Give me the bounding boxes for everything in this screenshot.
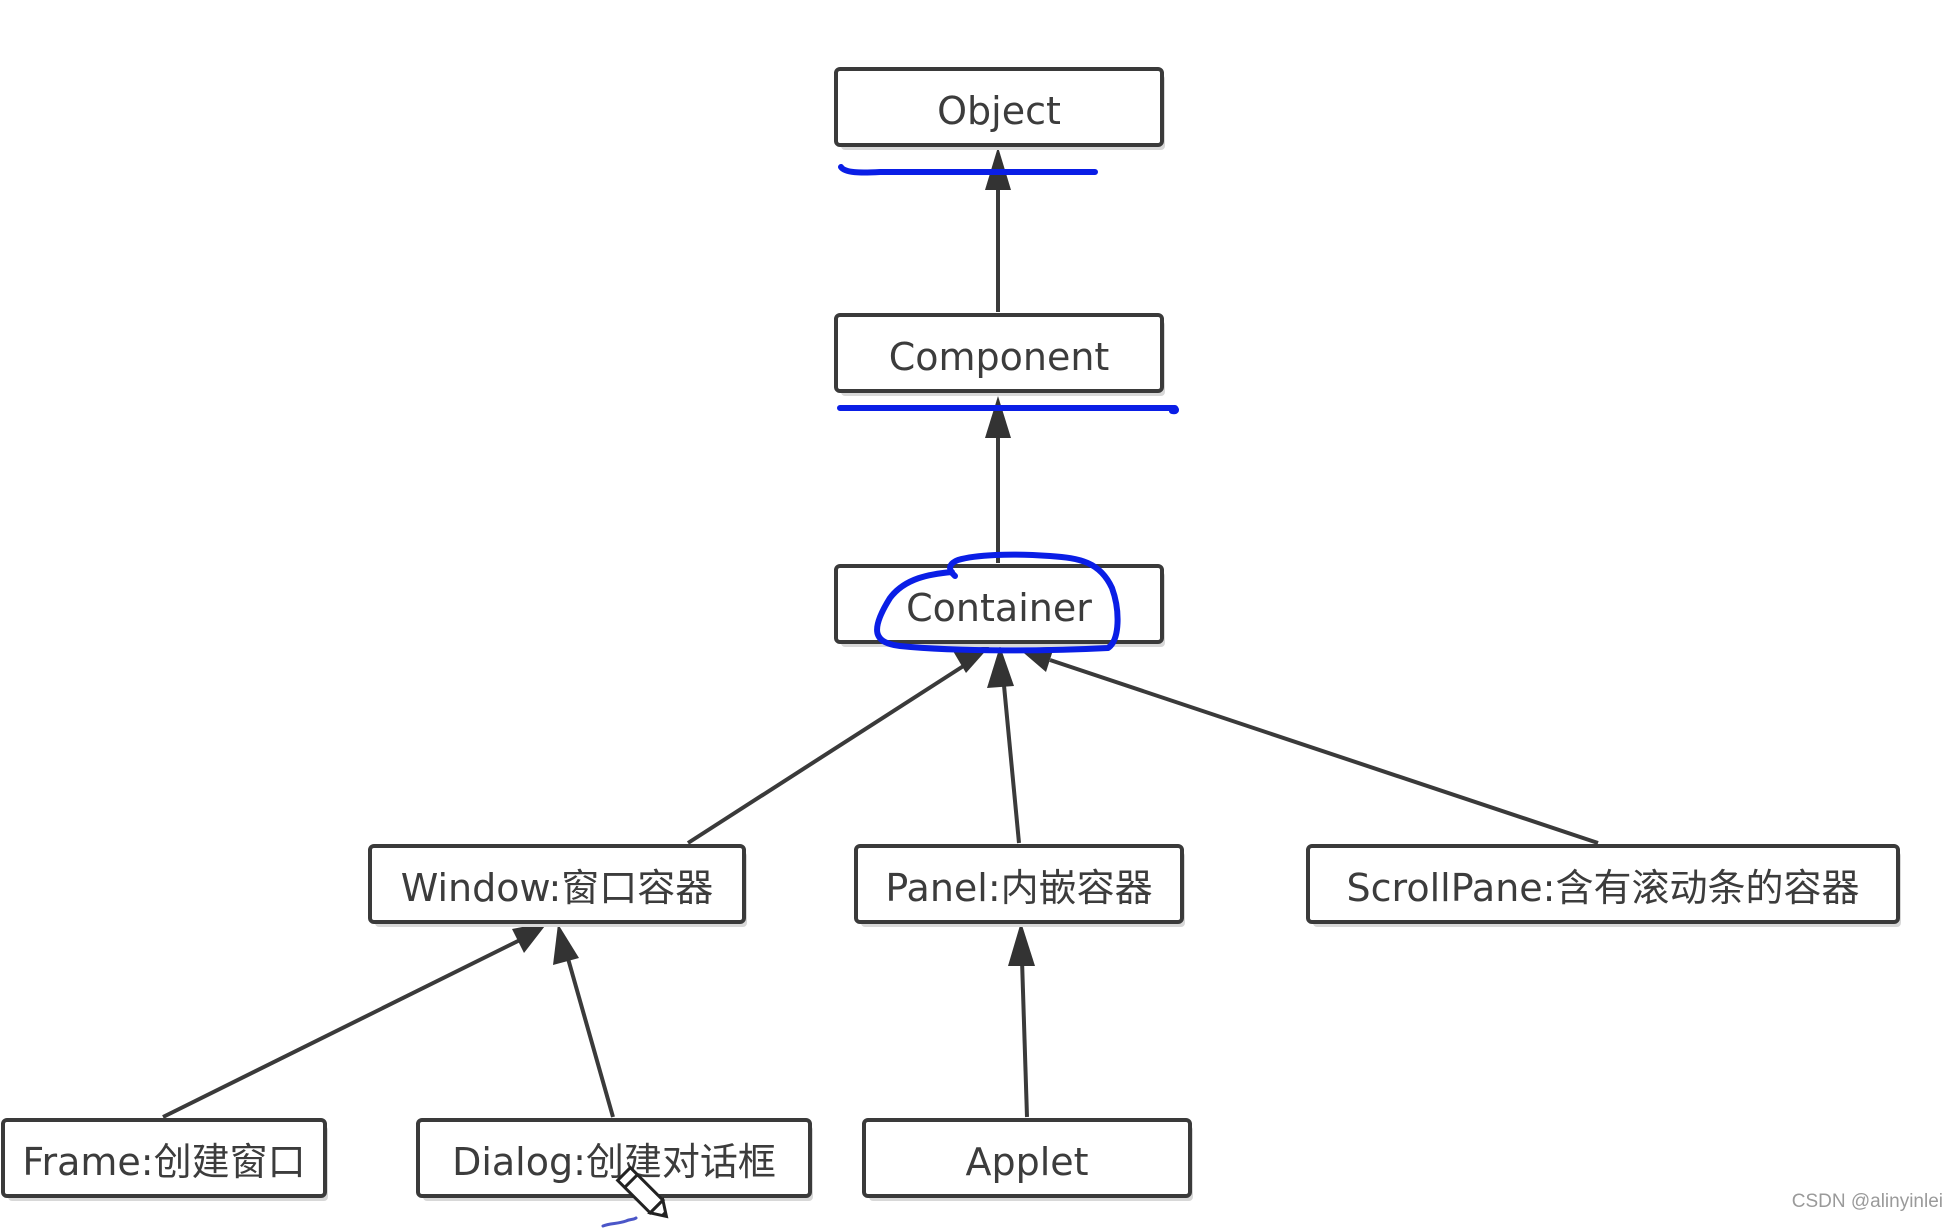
edge-panel-container — [1001, 674, 1021, 844]
annotation-scribble-dialog — [601, 1216, 638, 1228]
node-applet: Applet — [862, 1118, 1193, 1201]
watermark: CSDN @alinyinlei — [1791, 1191, 1943, 1212]
arrowhead-component — [985, 396, 1011, 438]
arrowhead-window-left — [512, 922, 548, 953]
node-scrollpane-label: ScrollPane:含有滚动条的容器 — [1347, 866, 1860, 910]
node-frame-box — [1, 1118, 327, 1198]
nodes: Object Component Container Window:窗口容器 P… — [1, 67, 1901, 1201]
edges — [162, 147, 1599, 1119]
node-container-label: Container — [906, 586, 1092, 630]
node-component-box — [834, 313, 1164, 393]
annotation-underline-component — [837, 405, 1179, 415]
node-applet-box — [862, 1118, 1192, 1198]
node-container: Container — [834, 564, 1165, 647]
edge-window-container — [686, 663, 967, 845]
node-dialog: Dialog:创建对话框 — [416, 1118, 813, 1201]
edge-dialog-window — [565, 954, 615, 1118]
node-object: Object — [834, 67, 1165, 150]
annotations — [601, 164, 1179, 1228]
node-component: Component — [834, 313, 1165, 396]
edge-scrollpane-container — [1049, 658, 1599, 845]
edge-applet-panel — [1020, 959, 1029, 1118]
annotation-underline-object — [838, 164, 1098, 176]
node-frame: Frame:创建窗口 — [1, 1118, 328, 1201]
node-applet-label: Applet — [965, 1140, 1088, 1184]
node-window-label: Window:窗口容器 — [401, 866, 714, 910]
edge-frame-window — [162, 938, 521, 1119]
arrowhead-object — [985, 147, 1011, 190]
node-dialog-label: Dialog:创建对话框 — [452, 1140, 776, 1184]
node-container-box — [834, 564, 1164, 644]
node-window: Window:窗口容器 — [368, 844, 747, 927]
node-panel-box — [854, 844, 1184, 924]
pencil-cursor-icon — [615, 1165, 669, 1219]
node-object-box — [834, 67, 1164, 147]
annotation-circle-container — [874, 551, 1121, 654]
node-component-label: Component — [889, 335, 1110, 379]
node-scrollpane-box — [1306, 844, 1900, 924]
arrowhead-container-mid — [987, 646, 1014, 688]
node-dialog-box — [416, 1118, 812, 1198]
node-panel: Panel:内嵌容器 — [854, 844, 1185, 927]
node-frame-label: Frame:创建窗口 — [22, 1140, 305, 1184]
node-object-label: Object — [937, 89, 1061, 133]
node-panel-label: Panel:内嵌容器 — [885, 866, 1152, 910]
node-window-box — [368, 844, 746, 924]
arrowhead-window-right — [553, 924, 579, 965]
arrowhead-panel — [1008, 922, 1035, 966]
node-scrollpane: ScrollPane:含有滚动条的容器 — [1306, 844, 1901, 927]
